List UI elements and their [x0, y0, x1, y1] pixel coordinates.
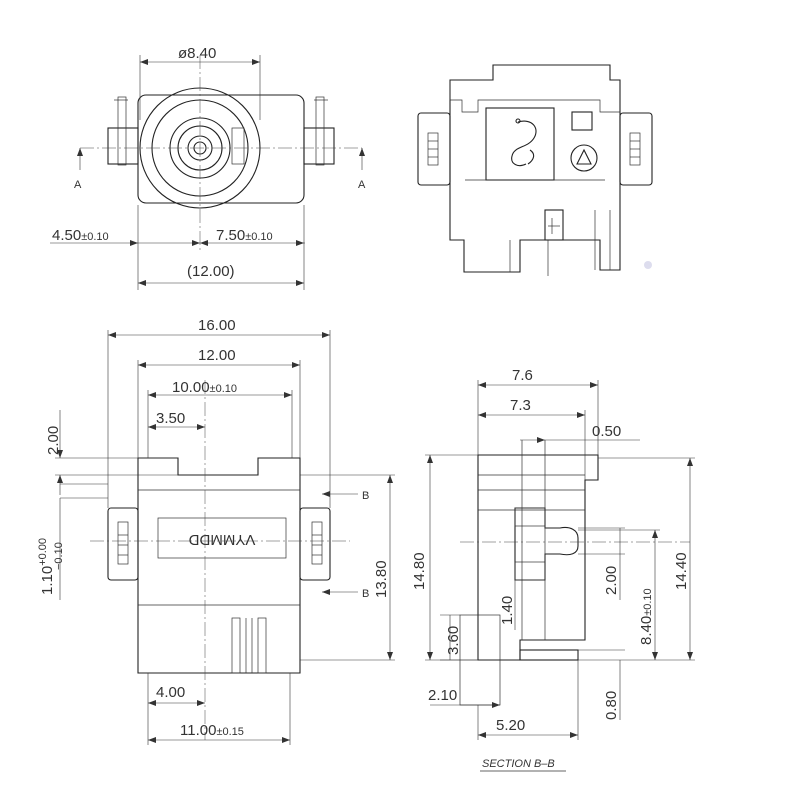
dim-diameter: ø8.40	[178, 45, 216, 62]
front-view-right-ear	[299, 507, 331, 581]
side-view	[417, 64, 653, 276]
section-b-label-top: B	[362, 490, 369, 502]
section-view: 7.6 7.3 0.50 14.80 14.40 1.40 2.00	[411, 367, 695, 772]
dim-section-height-right: 14.40	[673, 552, 690, 590]
dim-section-140: 1.40	[499, 596, 516, 625]
section-view-body	[477, 454, 599, 661]
dim-section-200: 2.00	[603, 566, 620, 595]
side-view-logo-panel	[485, 107, 555, 181]
dim-width-outer: 16.00	[198, 317, 236, 334]
dim-section-height-left: 14.80	[411, 552, 428, 590]
front-view: VYMMDD 16.00 12.00 10.00±0.10 3.50	[37, 317, 395, 745]
eject-icon	[570, 144, 598, 172]
top-view-right-terminal	[303, 127, 335, 165]
dim-section-210: 2.10	[428, 687, 457, 704]
marking-box	[157, 517, 287, 559]
dim-right-offset: 7.50±0.10	[216, 227, 273, 244]
dim-section-520: 5.20	[496, 717, 525, 734]
front-view-marking: VYMMDD	[189, 531, 256, 548]
front-view-left-ear	[107, 507, 139, 581]
dim-width-body: 12.00	[198, 347, 236, 364]
top-view-housing	[137, 94, 305, 204]
section-view-pin	[519, 649, 579, 661]
dim-notch: 3.50	[156, 410, 185, 427]
dim-section-width-outer: 7.6	[512, 367, 533, 384]
dim-width-inner: 10.00±0.10	[172, 379, 237, 396]
section-b-label-bottom: B	[362, 588, 369, 600]
dim-section-gap: 0.50	[592, 423, 621, 440]
top-view: A A ø8.40 4.50±0.10 7.50±0.10 (12.00)	[50, 45, 366, 290]
dim-section-840: 8.40±0.10	[638, 588, 655, 645]
dim-section-080: 0.80	[603, 691, 620, 720]
dim-pin-tol-minus: −0.10	[53, 542, 65, 570]
section-caption: SECTION B–B	[482, 758, 555, 770]
section-a-label-right: A	[358, 179, 366, 191]
side-view-window	[571, 111, 593, 131]
dim-left-offset: 4.50±0.10	[52, 227, 109, 244]
side-view-right-ear	[619, 112, 653, 186]
dim-bottom-left: 4.00	[156, 684, 185, 701]
dim-pin-offset: 1.10+0.00	[37, 538, 56, 595]
dim-section-360: 3.60	[445, 626, 462, 655]
dim-section-width-inner: 7.3	[510, 397, 531, 414]
dim-bottom-width: 11.00±0.15	[180, 722, 244, 739]
section-a-label-left: A	[74, 179, 82, 191]
side-view-body	[449, 64, 621, 273]
dim-height: 13.80	[373, 560, 390, 598]
section-view-contact	[514, 507, 579, 581]
dim-top-step: 2.00	[45, 426, 62, 455]
front-view-body	[137, 457, 301, 674]
dim-total-width: (12.00)	[187, 263, 235, 280]
side-view-switch	[544, 209, 564, 241]
seahorse-logo-icon	[511, 120, 537, 167]
side-view-left-ear	[417, 112, 451, 186]
top-view-left-terminal	[107, 127, 139, 165]
